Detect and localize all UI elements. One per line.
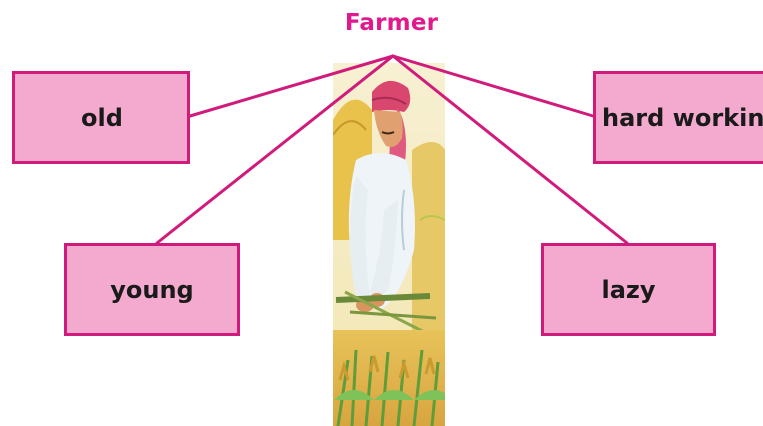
- option-box-young: young: [64, 243, 240, 336]
- option-box-old: old: [12, 71, 190, 164]
- option-box-lazy: lazy: [541, 243, 716, 336]
- option-label-lazy: lazy: [601, 276, 655, 304]
- option-box-hard-working: hard working: [593, 71, 763, 164]
- farmer-illustration: [333, 63, 454, 426]
- option-label-old: old: [81, 104, 123, 132]
- option-label-young: young: [110, 276, 193, 304]
- diagram-title: Farmer: [0, 10, 763, 36]
- option-label-hard-working: hard working: [602, 104, 763, 132]
